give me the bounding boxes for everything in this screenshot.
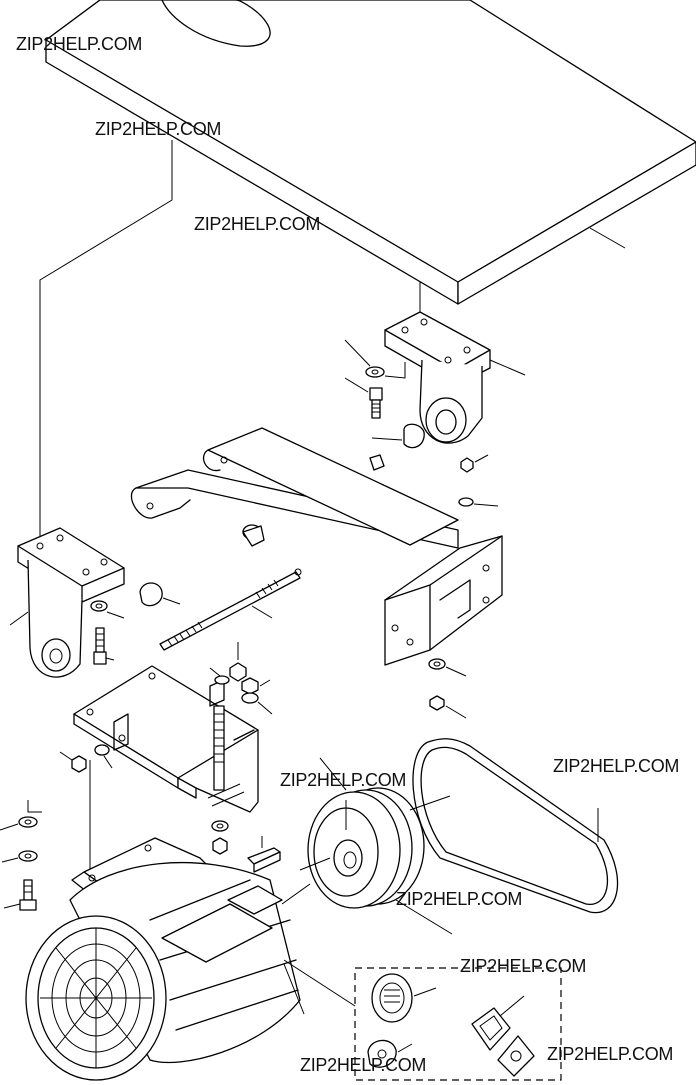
- washer-stack-upper: [0, 816, 38, 831]
- watermark-text: ZIP2HELP.COM: [300, 1055, 427, 1075]
- snap-ring-lower: [139, 582, 181, 607]
- bolt-upper-right: [344, 377, 383, 419]
- threaded-tension-rod: [159, 568, 302, 651]
- hinge-bracket-right: [384, 311, 526, 444]
- pivot-frame: [130, 427, 503, 666]
- watermark-text: ZIP2HELP.COM: [396, 889, 523, 909]
- snap-ring-upper: [371, 423, 425, 449]
- leader-line-left-bracket: [39, 140, 173, 538]
- watermark-text: ZIP2HELP.COM: [460, 956, 587, 976]
- electric-motor: [25, 837, 311, 1081]
- bolt-stack: [3, 879, 37, 911]
- watermark-text: ZIP2HELP.COM: [280, 770, 407, 790]
- washer-upper-right: [344, 339, 406, 379]
- motor-shaft-key: [247, 836, 281, 873]
- nut-lower-frame: [429, 695, 467, 719]
- hinge-bracket-left: [9, 527, 125, 678]
- washer-adjuster-a: [209, 667, 230, 685]
- nut-plate-left: [59, 751, 87, 773]
- v-belt: [412, 738, 619, 914]
- watermark-text: ZIP2HELP.COM: [553, 756, 680, 776]
- motor-pulley: [299, 757, 453, 935]
- nut-upper-frame: [460, 454, 489, 473]
- washer-mid-frame: [458, 497, 499, 507]
- leader-line-washer-stack: [27, 800, 42, 813]
- watermark-text: ZIP2HELP.COM: [95, 119, 222, 139]
- washer-plate-left: [94, 744, 113, 769]
- hex-nut-upper-adjuster: [229, 642, 247, 682]
- bolt-left-bracket: [93, 627, 115, 665]
- adjusting-bolt: [213, 705, 225, 791]
- pivot-shaft-pin: [242, 524, 265, 547]
- motor-mount-plate: [73, 665, 259, 813]
- watermark-text: ZIP2HELP.COM: [16, 34, 143, 54]
- washer-adjuster-c: [241, 692, 273, 715]
- watermark-text: ZIP2HELP.COM: [547, 1044, 674, 1064]
- hex-nut-adjuster-lower: [212, 837, 228, 855]
- washer-adjuster-lower: [211, 820, 229, 832]
- washer-lower-frame: [428, 658, 467, 677]
- washer-stack-lower: [1, 850, 38, 863]
- hex-nut-adjuster-b: [241, 677, 271, 695]
- watermark-text: ZIP2HELP.COM: [194, 214, 321, 234]
- table-top-plate: [45, 0, 696, 305]
- detail-box-switch-parts: [283, 959, 562, 1081]
- washer-left-bracket: [90, 600, 125, 619]
